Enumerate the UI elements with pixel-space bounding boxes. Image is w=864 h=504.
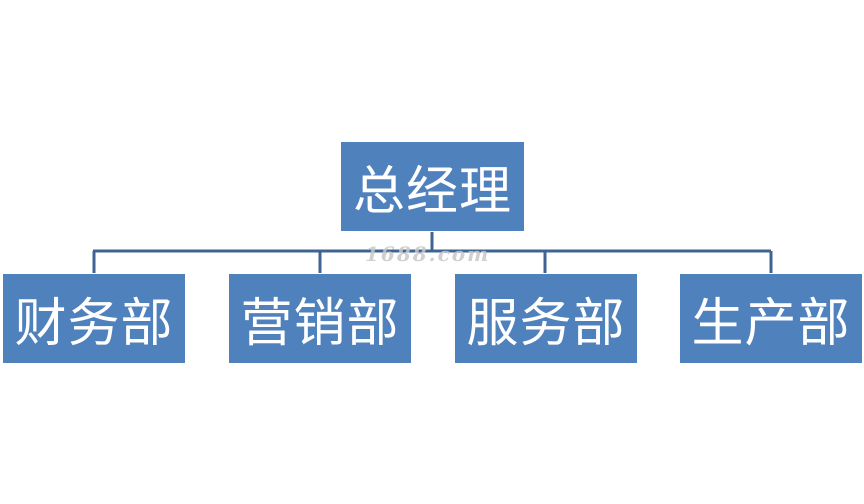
general-manager-label: 总经理 [352,162,512,222]
production-department-box: 生产部 [679,273,863,364]
finance-department-box: 财务部 [2,273,186,364]
marketing-department-label: 营销部 [240,294,400,354]
service-department-box: 服务部 [454,273,638,364]
general-manager-box: 总经理 [340,141,525,232]
watermark: 1688.com [365,242,491,266]
finance-department-label: 财务部 [14,294,174,354]
production-department-label: 生产部 [691,294,851,354]
service-department-label: 服务部 [466,294,626,354]
marketing-department-box: 营销部 [228,273,412,364]
